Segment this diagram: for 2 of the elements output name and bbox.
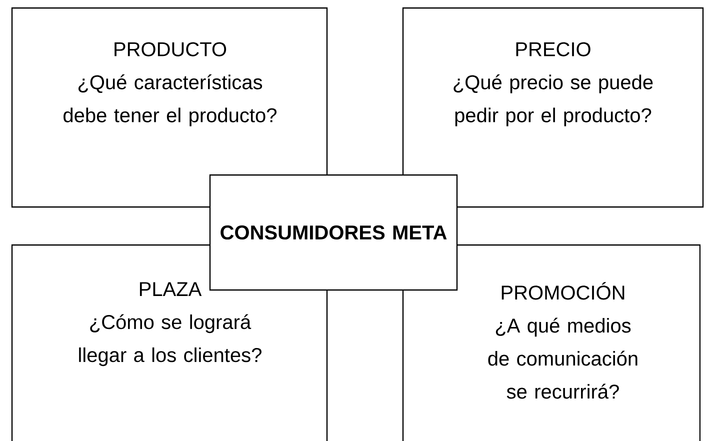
quadrant-box: PRECIO ¿Qué precio se puede pedir por el producto? <box>402 7 704 208</box>
center-box: CONSUMIDORES META <box>209 174 458 291</box>
